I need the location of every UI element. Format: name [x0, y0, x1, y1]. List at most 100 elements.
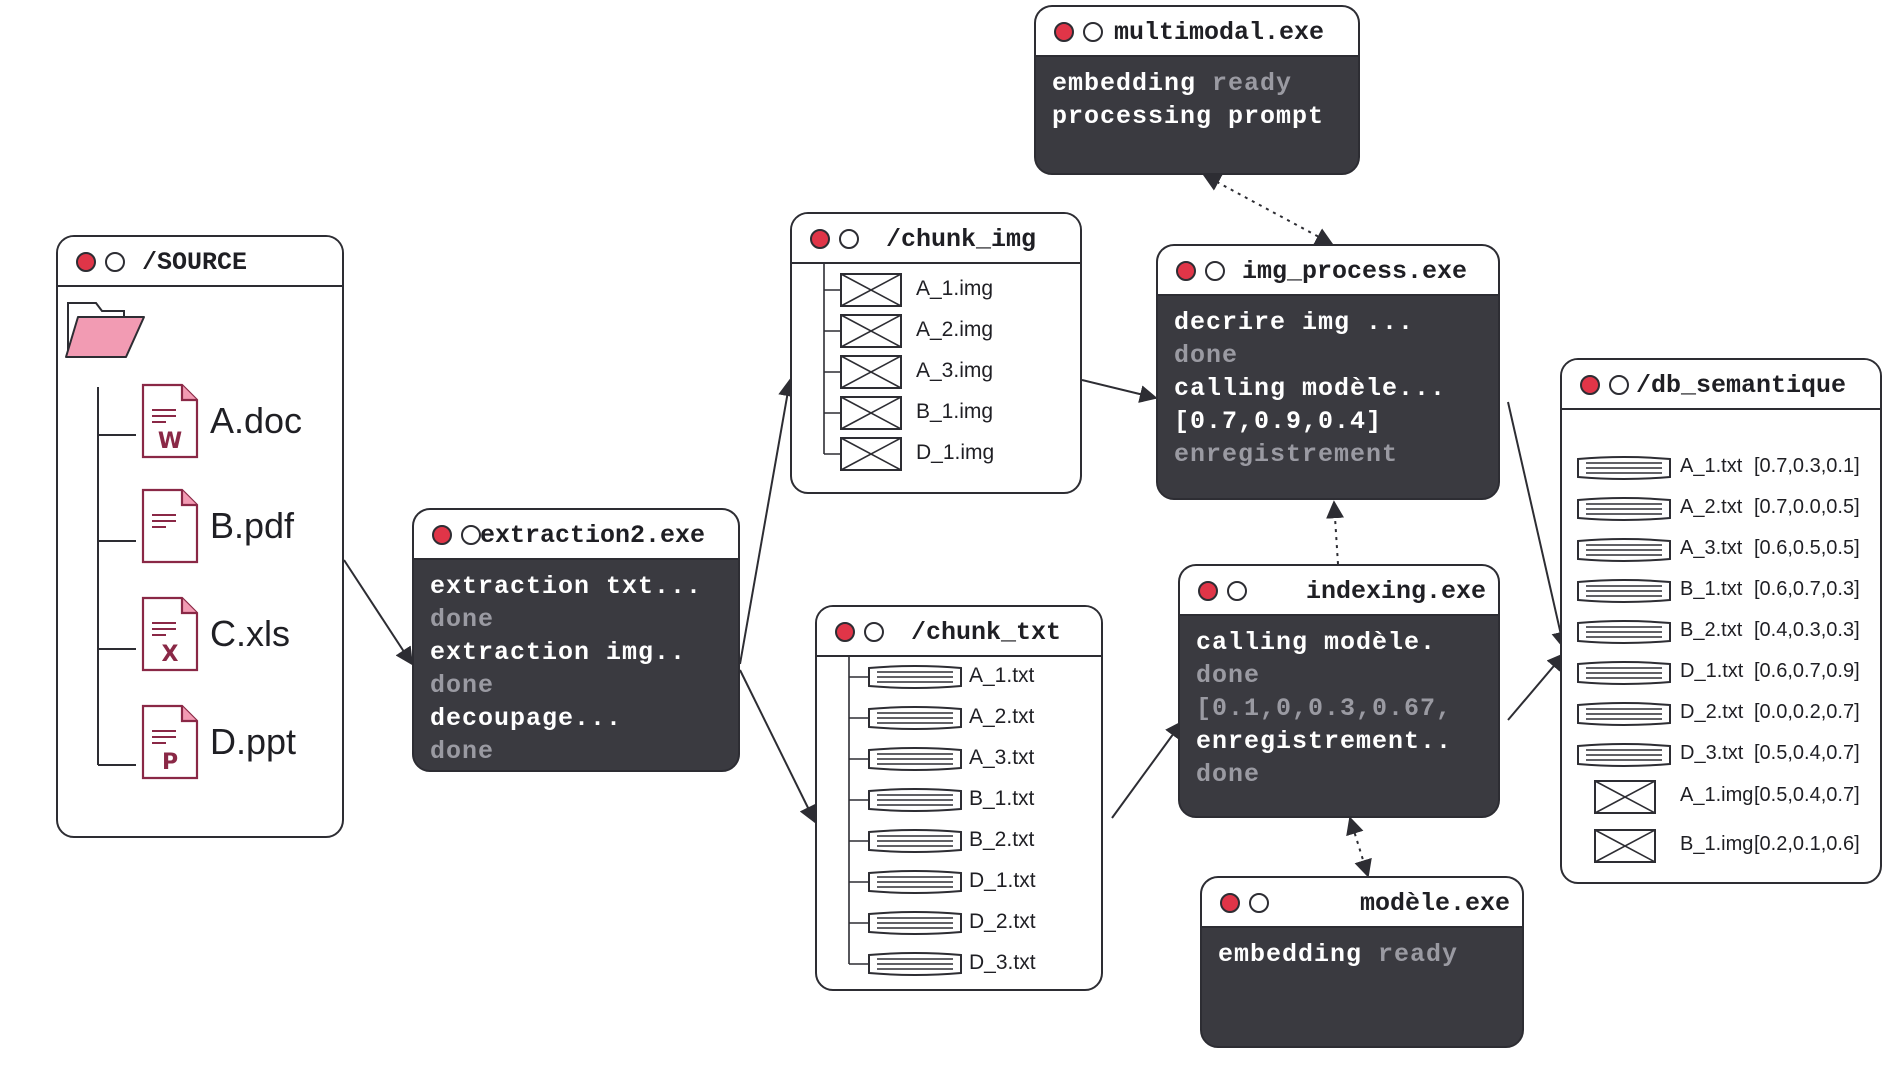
chunk-file-name[interactable]: A_2.txt	[969, 705, 1035, 728]
text-file-icon	[1577, 456, 1671, 480]
source-file-name[interactable]: D.ppt	[210, 721, 297, 762]
text-file-icon	[868, 788, 962, 812]
db-entry-name[interactable]: D_2.txt	[1680, 701, 1744, 723]
db-title: /db_semantique	[1636, 371, 1847, 400]
terminal-line: [0.7,0.9,0.4]	[1174, 407, 1383, 436]
db-entry-name[interactable]: B_1.img	[1680, 833, 1754, 855]
chunk-txt-titlebar: /chunk_txt	[817, 607, 1101, 657]
db-entry-name[interactable]: A_1.txt	[1680, 455, 1743, 477]
terminal-line: enregistrement	[1174, 440, 1399, 469]
minimize-dot-icon[interactable]	[864, 622, 884, 642]
chunk-file-name[interactable]: A_1.img	[916, 277, 994, 300]
chunk-file-name[interactable]: B_1.txt	[969, 787, 1035, 810]
image-file-icon	[840, 355, 902, 389]
minimize-dot-icon[interactable]	[105, 252, 125, 272]
arrow-indexing-to-db	[1507, 652, 1566, 721]
text-file-icon	[868, 665, 962, 689]
pdf-file-icon	[141, 488, 199, 564]
close-dot-icon[interactable]	[432, 525, 452, 545]
modele-window: modèle.exe embedding ready	[1200, 876, 1524, 1048]
text-file-icon	[1577, 743, 1671, 767]
text-file-icon	[868, 952, 962, 976]
minimize-dot-icon[interactable]	[839, 229, 859, 249]
db-entry-name[interactable]: A_2.txt	[1680, 496, 1743, 518]
minimize-dot-icon[interactable]	[1205, 261, 1225, 281]
db-entry-vector: [0.2,0.1,0.6]	[1754, 833, 1860, 855]
chunk-file-name[interactable]: A_3.img	[916, 359, 994, 382]
image-file-icon	[1594, 829, 1656, 863]
chunk-file-name[interactable]: D_1.txt	[969, 869, 1036, 892]
text-file-icon	[1577, 538, 1671, 562]
close-dot-icon[interactable]	[1198, 581, 1218, 601]
minimize-dot-icon[interactable]	[1083, 22, 1103, 42]
db-entry-name[interactable]: A_1.img	[1680, 784, 1754, 806]
db-entry-vector: [0.7,0.0,0.5]	[1754, 496, 1860, 518]
db-entry-vector: [0.6,0.7,0.3]	[1754, 578, 1860, 600]
svg-text:X: X	[162, 642, 179, 667]
powerpoint-file-icon: P	[141, 704, 199, 780]
db-entry-name[interactable]: A_3.txt	[1680, 537, 1743, 559]
chunk-file-name[interactable]: D_2.txt	[969, 910, 1036, 933]
image-file-icon	[840, 437, 902, 471]
chunk-file-name[interactable]: B_1.img	[916, 400, 994, 423]
source-title: /SOURCE	[142, 248, 248, 277]
terminal-line: embedding ready	[1218, 940, 1459, 969]
terminal-line: [0.1,0,0.3,0.67,	[1196, 694, 1453, 723]
source-file-name[interactable]: A.doc	[210, 400, 303, 441]
close-dot-icon[interactable]	[1176, 261, 1196, 281]
text-file-icon	[1577, 497, 1671, 521]
minimize-dot-icon[interactable]	[1249, 893, 1269, 913]
img-process-title: img_process.exe	[1242, 257, 1468, 286]
chunk-file-name[interactable]: A_2.img	[916, 318, 994, 341]
minimize-dot-icon[interactable]	[461, 525, 481, 545]
image-file-icon	[840, 273, 902, 307]
image-file-icon	[840, 396, 902, 430]
source-file-name[interactable]: B.pdf	[210, 505, 295, 546]
chunk-file-name[interactable]: A_3.txt	[969, 746, 1035, 769]
modele-output: embedding ready	[1202, 928, 1522, 981]
terminal-line: calling modèle.	[1196, 628, 1437, 657]
text-file-icon	[868, 911, 962, 935]
close-dot-icon[interactable]	[810, 229, 830, 249]
db-entry-name[interactable]: B_1.txt	[1680, 578, 1743, 600]
arrow-img-process-to-db	[1507, 401, 1570, 650]
terminal-line: calling modèle...	[1174, 374, 1447, 403]
db-entry-name[interactable]: B_2.txt	[1680, 619, 1743, 641]
indexing-titlebar: indexing.exe	[1180, 566, 1498, 616]
close-dot-icon[interactable]	[835, 622, 855, 642]
svg-text:W: W	[158, 429, 182, 454]
db-entry-name[interactable]: D_3.txt	[1680, 742, 1744, 764]
terminal-line: extraction txt...	[430, 572, 703, 601]
text-file-icon	[868, 747, 962, 771]
db-entry-vector: [0.7,0.3,0.1]	[1754, 455, 1860, 477]
terminal-line: decoupage...	[430, 704, 623, 733]
chunk-file-name[interactable]: A_1.txt	[969, 664, 1035, 687]
close-dot-icon[interactable]	[1054, 22, 1074, 42]
minimize-dot-icon[interactable]	[1609, 375, 1629, 395]
text-file-icon	[1577, 661, 1671, 685]
minimize-dot-icon[interactable]	[1227, 581, 1247, 601]
close-dot-icon[interactable]	[76, 252, 96, 272]
source-file-name[interactable]: C.xls	[210, 613, 290, 654]
close-dot-icon[interactable]	[1220, 893, 1240, 913]
chunk-file-name[interactable]: D_1.img	[916, 441, 995, 464]
modele-title: modèle.exe	[1359, 889, 1510, 918]
chunk-file-name[interactable]: B_2.txt	[969, 828, 1035, 851]
arrow-indexing-to-img-process	[1326, 500, 1345, 565]
close-dot-icon[interactable]	[1580, 375, 1600, 395]
db-entry-vector: [0.5,0.4,0.7]	[1754, 784, 1860, 806]
db-entry-name[interactable]: D_1.txt	[1680, 660, 1744, 682]
arrow-extraction-to-chunk-img	[739, 378, 797, 665]
terminal-line: done	[1196, 760, 1261, 789]
terminal-line: done	[430, 671, 495, 700]
chunk-file-name[interactable]: D_3.txt	[969, 951, 1036, 974]
terminal-line: processing prompt	[1052, 102, 1325, 131]
arrow-chunk-img-to-img-process	[1081, 379, 1158, 403]
db-entry-vector: [0.4,0.3,0.3]	[1754, 619, 1860, 641]
